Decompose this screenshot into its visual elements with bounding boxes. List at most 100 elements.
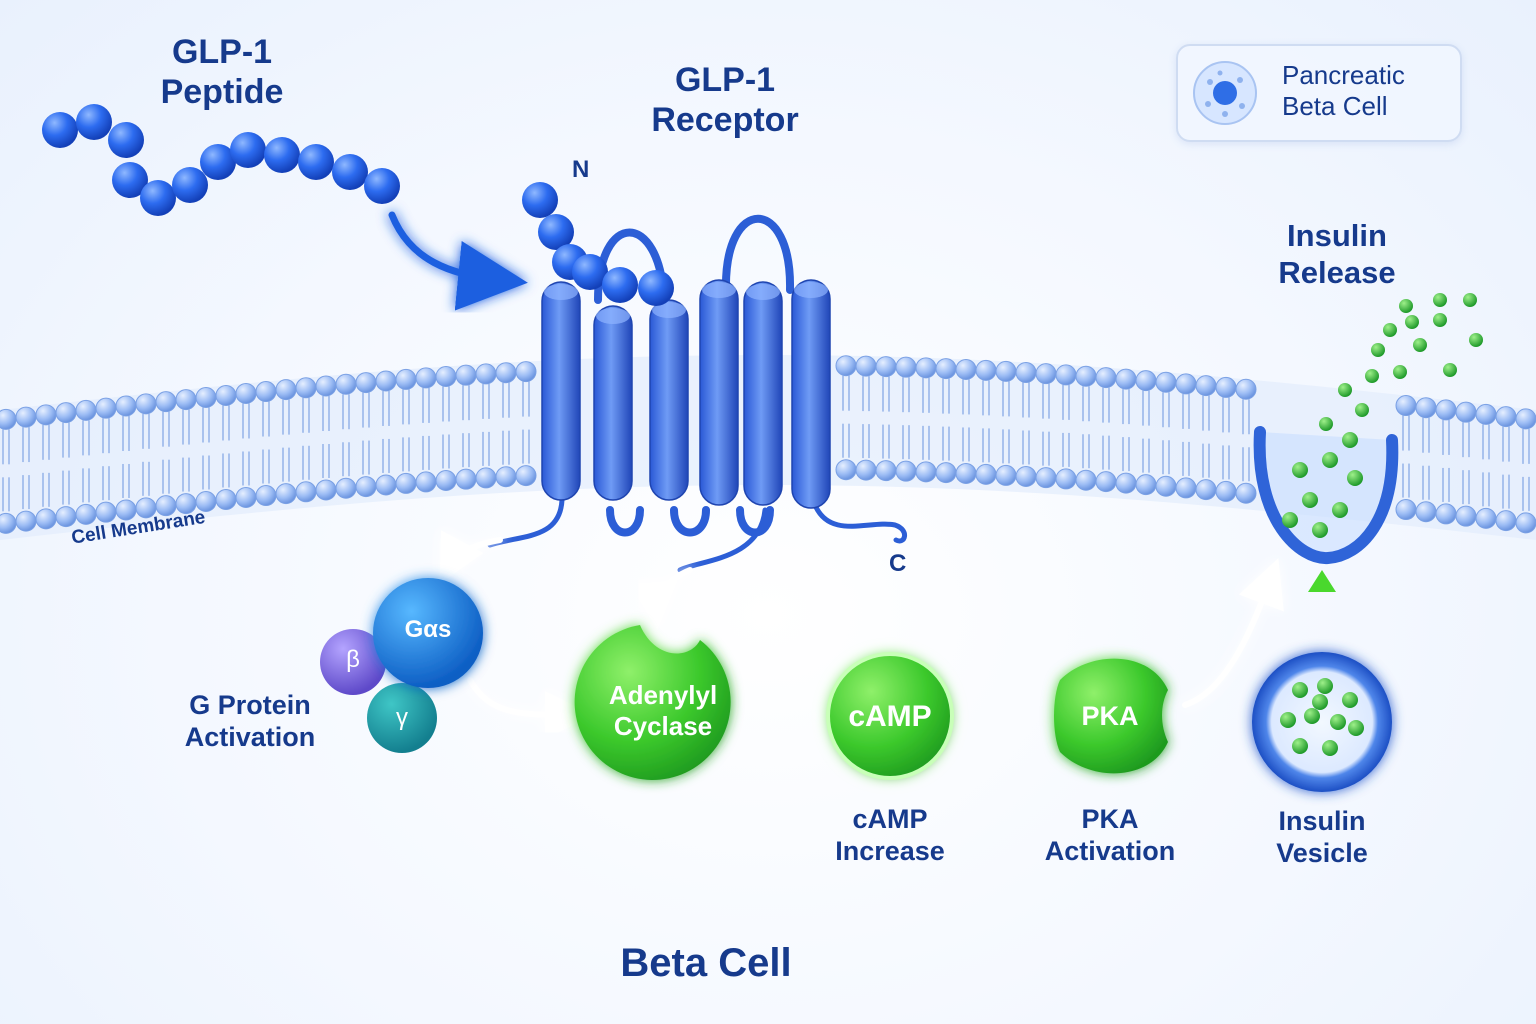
released-insulin-17 — [1463, 293, 1477, 307]
lipid — [75, 399, 97, 525]
camp-increase-line2: Increase — [835, 835, 945, 866]
released-insulin-11 — [1338, 383, 1352, 397]
gamma-subunit-label: γ — [396, 704, 408, 731]
g-protein-activation-label: G Protein Activation — [160, 690, 340, 754]
glp1-peptide-label-line2: Peptide — [160, 73, 284, 112]
beta-subunit-label: β — [346, 646, 360, 673]
pka-activation-line2: Activation — [1044, 835, 1176, 866]
lipid — [35, 404, 57, 530]
released-insulin-2 — [1322, 452, 1338, 468]
lipid — [355, 372, 377, 498]
lipid — [1035, 363, 1057, 489]
insulin-release-line1: Insulin — [1287, 218, 1387, 253]
peptide-bead-8 — [230, 132, 266, 168]
bound-glp1-peptide — [522, 182, 674, 306]
peptide-bead-12 — [364, 168, 400, 204]
peptide-bead-9 — [264, 137, 300, 173]
lipid — [215, 384, 237, 510]
released-insulin-8 — [1342, 432, 1358, 448]
legend-box: Pancreatic Beta Cell — [1176, 44, 1462, 142]
adenylyl-cyclase-line2: Cyclase — [613, 711, 713, 742]
peptide-binding-arrow — [388, 211, 528, 311]
vesicle-granule-6 — [1330, 714, 1346, 730]
c-terminus-label: C — [889, 550, 907, 577]
released-insulin-14 — [1393, 365, 1407, 379]
glp1-receptor-label-line2: Receptor — [651, 101, 799, 140]
lipid — [1215, 376, 1237, 502]
g-beta-subunit — [320, 629, 386, 695]
glp1-receptor-label: GLP-1 Receptor — [620, 60, 830, 140]
lipid — [335, 373, 357, 499]
lipid — [55, 402, 77, 528]
lipid — [1135, 370, 1157, 496]
peptide-bead-1 — [42, 112, 78, 148]
lipid — [515, 361, 537, 487]
lipid — [875, 356, 897, 482]
adenylyl-cyclase-line1: Adenylyl — [608, 680, 718, 710]
lipid — [315, 375, 337, 501]
peptide-bead-7 — [200, 144, 236, 180]
lipid — [975, 359, 997, 485]
insulin-vesicle-line1: Insulin — [1278, 806, 1366, 836]
glp1-receptor-label-line1: GLP-1 — [674, 61, 776, 99]
n-terminus-label: N — [572, 156, 590, 183]
lipid — [395, 368, 417, 494]
peptide-bead-11 — [332, 154, 368, 190]
lipid — [1055, 364, 1077, 490]
glp1-peptide-label-line1: GLP-1 — [171, 33, 273, 71]
lipid — [1475, 403, 1497, 529]
receptor-tails — [487, 497, 907, 573]
pka-enzyme — [1054, 658, 1168, 774]
vesicle-granule-1 — [1292, 682, 1308, 698]
released-insulin-9 — [1319, 417, 1333, 431]
bound-bead-6 — [638, 270, 674, 306]
exocytosis-pocket — [1253, 426, 1399, 565]
g-protein-activation-line2: Activation — [184, 721, 316, 752]
lipid — [195, 387, 217, 513]
released-insulin-16 — [1433, 313, 1447, 327]
lipid — [1495, 406, 1517, 532]
g-gamma-subunit — [367, 683, 437, 753]
released-insulin-10 — [1355, 403, 1369, 417]
g-alpha-s-subunit — [373, 578, 483, 688]
released-insulin-4 — [1302, 492, 1318, 508]
bound-bead-2 — [538, 214, 574, 250]
peptide-bead-4 — [112, 162, 148, 198]
cell-icon — [1193, 61, 1257, 125]
vesicle-insulin-granules — [1280, 678, 1364, 756]
lipid — [1175, 373, 1197, 499]
receptor-helix-6 — [791, 279, 831, 509]
adenylyl-cyclase-label: Adenylyl Cyclase — [588, 680, 738, 742]
released-insulin-7 — [1282, 512, 1298, 528]
camp-increase-line1: cAMP — [852, 804, 928, 834]
vesicle-granule-8 — [1292, 738, 1308, 754]
receptor-to-cyclase-arrow — [629, 567, 693, 630]
insulin-vesicle — [1252, 652, 1392, 792]
legend-text-line2: Beta Cell — [1282, 90, 1388, 121]
g-protein-activation-line1: G Protein — [189, 690, 311, 720]
glp1-peptide-chain — [42, 104, 400, 216]
lipid — [1395, 395, 1417, 521]
beta-cell-title: Beta Cell — [620, 941, 792, 985]
pka-node-label: PKA — [1081, 701, 1139, 731]
lipid — [995, 360, 1017, 486]
released-insulin-19 — [1443, 363, 1457, 377]
released-insulin-12 — [1365, 369, 1379, 383]
released-insulin-3 — [1347, 470, 1363, 486]
insulin-release-line2: Release — [1278, 254, 1396, 290]
pka-activation-label: PKA Activation — [1030, 804, 1190, 868]
lipid — [935, 358, 957, 484]
camp-node-label: cAMP — [848, 700, 932, 733]
pka-to-release-arrow — [1182, 558, 1284, 708]
vesicle-arrow-head — [1308, 570, 1336, 592]
peptide-bead-3 — [108, 122, 144, 158]
vesicle-granule-10 — [1312, 694, 1328, 710]
lipid — [1095, 367, 1117, 493]
released-insulin-20 — [1405, 315, 1419, 329]
bound-bead-4 — [572, 254, 608, 290]
lipid — [235, 382, 257, 508]
bound-bead-1 — [522, 182, 558, 218]
lipid — [175, 389, 197, 515]
lipid — [1075, 365, 1097, 491]
